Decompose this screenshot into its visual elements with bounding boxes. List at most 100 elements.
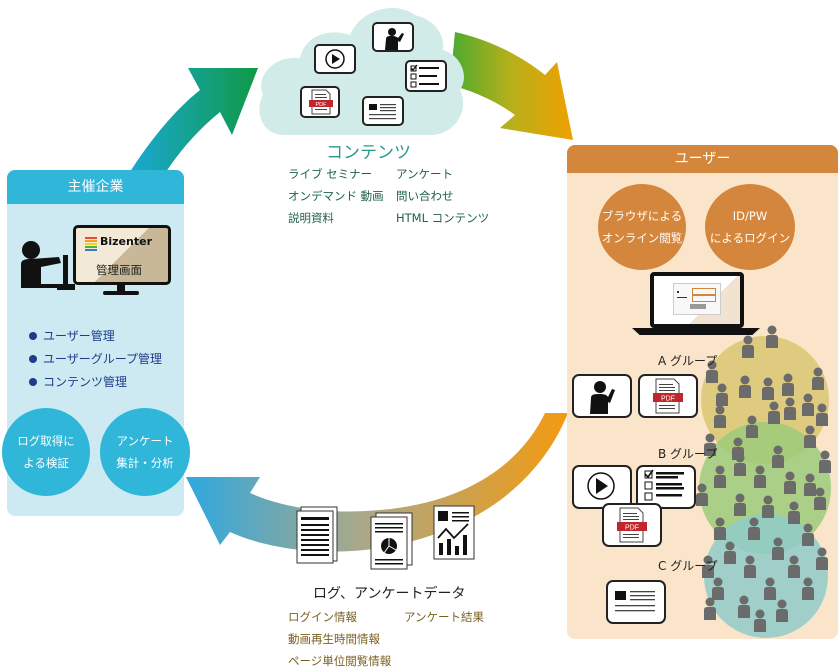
feature-item: ユーザーグループ管理 xyxy=(29,348,162,371)
group-a-label: A グループ xyxy=(658,354,718,368)
person-icon xyxy=(704,597,716,620)
person-icon xyxy=(784,471,796,494)
browser-viewing-circle: ブラウザによるオンライン閲覧 xyxy=(598,184,686,270)
person-icon xyxy=(776,599,788,622)
data-item: ログイン情報 xyxy=(288,610,357,624)
contents-item: 説明資料 xyxy=(288,211,334,225)
person-icon xyxy=(706,360,718,383)
pdf-label: PDF xyxy=(625,525,639,532)
group-b-pdf-icon: PDF xyxy=(602,503,662,547)
report-document-icon xyxy=(370,512,414,570)
person-icon xyxy=(754,465,766,488)
person-icon xyxy=(762,377,774,400)
survey-checklist-icon xyxy=(405,60,447,92)
person-icon xyxy=(816,547,828,570)
laptop-screen xyxy=(650,272,744,328)
person-icon xyxy=(819,450,831,473)
arrow-to-users xyxy=(450,32,573,140)
analytics-chart-document-icon xyxy=(433,505,475,561)
person-icon xyxy=(696,483,708,506)
log-verification-circle: ログ取得による検証 xyxy=(2,408,90,496)
organizer-feature-list: ユーザー管理 ユーザーグループ管理 コンテンツ管理 xyxy=(29,325,162,394)
person-icon xyxy=(702,555,714,578)
person-icon xyxy=(788,555,800,578)
person-icon xyxy=(804,425,816,448)
person-icon xyxy=(784,397,796,420)
person-icon xyxy=(714,517,726,540)
person-icon xyxy=(802,577,814,600)
person-icon xyxy=(814,487,826,510)
person-icon xyxy=(802,393,814,416)
video-play-icon xyxy=(314,44,356,74)
person-icon xyxy=(772,537,784,560)
person-icon xyxy=(748,517,760,540)
person-icon xyxy=(734,493,746,516)
group-b-survey-icon xyxy=(636,465,696,509)
group-a-pdf-icon: PDF xyxy=(638,374,698,418)
user-groups-diagram xyxy=(696,325,831,638)
contents-item: ライブ セミナー xyxy=(288,167,373,181)
admin-user-icon xyxy=(21,241,75,290)
person-icon xyxy=(802,523,814,546)
data-item: ページ単位閲覧情報 xyxy=(288,654,392,668)
bizenter-logo-icon xyxy=(85,237,97,251)
person-icon xyxy=(714,465,726,488)
person-icon xyxy=(714,405,726,428)
monitor-caption: 管理画面 xyxy=(96,263,142,277)
contents-item: 問い合わせ xyxy=(396,189,454,203)
person-icon xyxy=(812,367,824,390)
monitor-stand xyxy=(117,285,125,292)
article-document-icon xyxy=(362,96,404,126)
person-icon xyxy=(788,501,800,524)
monitor-base xyxy=(103,291,139,295)
login-form xyxy=(673,283,721,315)
person-icon xyxy=(766,325,778,348)
group-b-label: B グループ xyxy=(658,447,718,461)
person-icon xyxy=(744,555,756,578)
data-title: ログ、アンケートデータ xyxy=(313,586,466,602)
person-icon xyxy=(724,541,736,564)
group-c-label: C グループ xyxy=(658,559,718,573)
person-icon xyxy=(738,595,750,618)
live-presenter-icon xyxy=(372,22,414,52)
person-icon xyxy=(754,609,766,632)
pdf-label: PDF xyxy=(316,102,328,108)
data-item: アンケート結果 xyxy=(404,610,485,624)
pdf-document-icon: PDF xyxy=(300,86,340,118)
person-icon xyxy=(739,375,751,398)
arrow-to-contents xyxy=(128,68,258,178)
person-icon xyxy=(734,453,746,476)
survey-analysis-circle: アンケート集計・分析 xyxy=(100,408,190,496)
group-a-live-presenter-icon xyxy=(572,374,632,418)
feature-item: ユーザー管理 xyxy=(29,325,162,348)
organizer-title: 主催企業 xyxy=(7,170,184,204)
person-icon xyxy=(742,335,754,358)
monitor-brand: Bizenter xyxy=(100,235,152,248)
data-item: 動画再生時間情報 xyxy=(288,632,380,646)
person-icon xyxy=(762,495,774,518)
pdf-label: PDF xyxy=(661,396,675,403)
person-icon xyxy=(816,403,828,426)
person-icon xyxy=(712,577,724,600)
log-document-icon xyxy=(296,506,338,564)
contents-item: オンデマンド 動画 xyxy=(288,189,384,203)
person-icon xyxy=(804,473,816,496)
admin-monitor: Bizenter 管理画面 xyxy=(73,225,171,285)
person-icon xyxy=(746,415,758,438)
group-c-circle xyxy=(704,514,828,638)
person-icon xyxy=(782,373,794,396)
contents-title: コンテンツ xyxy=(326,143,411,163)
person-icon xyxy=(704,433,716,456)
contents-item: アンケート xyxy=(396,167,454,181)
person-icon xyxy=(768,401,780,424)
person-icon xyxy=(772,445,784,468)
group-c-article-icon xyxy=(606,580,666,624)
feature-item: コンテンツ管理 xyxy=(29,371,162,394)
laptop-base xyxy=(632,328,760,335)
person-icon xyxy=(716,383,728,406)
users-title: ユーザー xyxy=(567,145,838,173)
person-icon xyxy=(764,577,776,600)
contents-item: HTML コンテンツ xyxy=(396,211,490,225)
group-b-video-icon xyxy=(572,465,632,509)
